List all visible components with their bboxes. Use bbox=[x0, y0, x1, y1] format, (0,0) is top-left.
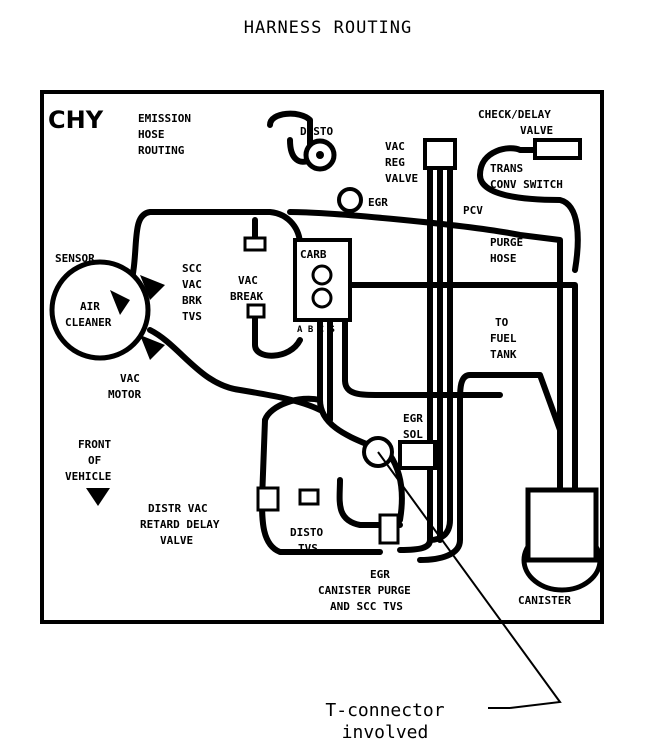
label-disto: DISTO bbox=[300, 125, 333, 138]
code-label: CHY bbox=[48, 106, 104, 134]
label-egr-canister-1: EGR bbox=[370, 568, 390, 581]
label-trans: TRANS bbox=[490, 162, 523, 175]
label-emission: EMISSION bbox=[138, 112, 191, 125]
check-delay-valve bbox=[533, 138, 582, 160]
label-cleaner: CLEANER bbox=[65, 316, 112, 329]
front-arrow-icon bbox=[86, 488, 110, 506]
egr-sol bbox=[398, 440, 437, 470]
egr-valve bbox=[337, 187, 363, 213]
diagram-frame bbox=[40, 90, 604, 624]
label-carb-ports: A B C S bbox=[297, 325, 335, 335]
scc-vac-brk-tvs-icon bbox=[140, 275, 165, 300]
t-connector-leader bbox=[377, 451, 562, 709]
label-egr-sol-2: SOL bbox=[403, 428, 423, 441]
label-valve2: VALVE bbox=[520, 124, 553, 137]
label-vac-motor-1: VAC bbox=[120, 372, 140, 385]
label-hose: HOSE bbox=[138, 128, 165, 141]
label-valve: VALVE bbox=[385, 172, 418, 185]
label-disto2: DISTO bbox=[290, 526, 323, 539]
air-cleaner bbox=[49, 259, 151, 361]
vac-motor-icon bbox=[140, 335, 165, 360]
diagram-title: HARNESS ROUTING bbox=[243, 18, 413, 38]
label-reg: REG bbox=[385, 156, 405, 169]
label-vac2: VAC bbox=[182, 278, 202, 291]
label-egr-canister-3: AND SCC TVS bbox=[330, 600, 403, 613]
vac-reg-valve bbox=[423, 138, 457, 170]
label-vac3: VAC bbox=[238, 274, 258, 287]
label-sensor: SENSOR bbox=[55, 252, 95, 265]
label-egr-sol-1: EGR bbox=[403, 412, 423, 425]
t-connector-caption: T-connector involved bbox=[290, 700, 480, 744]
label-pcv: PCV bbox=[463, 204, 483, 217]
sensor-icon bbox=[110, 290, 130, 315]
label-front: FRONT bbox=[78, 438, 111, 451]
label-vac-motor-2: MOTOR bbox=[108, 388, 141, 401]
label-distr-vac: DISTR VAC bbox=[148, 502, 208, 515]
vac-break bbox=[243, 236, 267, 252]
caption-line-1: T-connector bbox=[325, 700, 445, 721]
label-conv-switch: CONV SWITCH bbox=[490, 178, 563, 191]
label-purge: PURGE bbox=[490, 236, 523, 249]
label-retard-delay: RETARD DELAY bbox=[140, 518, 220, 531]
label-tvs: TVS bbox=[182, 310, 202, 323]
caption-line-2: involved bbox=[341, 722, 429, 743]
label-tvs2: TVS bbox=[298, 542, 318, 555]
disto-tvs bbox=[378, 513, 400, 545]
label-scc: SCC bbox=[182, 262, 202, 275]
label-check-delay: CHECK/DELAY bbox=[478, 108, 551, 121]
label-hose2: HOSE bbox=[490, 252, 517, 265]
label-carb: CARB bbox=[300, 248, 327, 261]
label-tank: TANK bbox=[490, 348, 517, 361]
label-egr-canister-2: CANISTER PURGE bbox=[318, 584, 411, 597]
retard-delay-valve bbox=[256, 486, 280, 512]
label-fuel: FUEL bbox=[490, 332, 517, 345]
label-to: TO bbox=[495, 316, 509, 329]
label-air: AIR bbox=[80, 300, 100, 313]
label-egr: EGR bbox=[368, 196, 388, 209]
label-break: BREAK bbox=[230, 290, 263, 303]
label-of: OF bbox=[88, 454, 101, 467]
label-valve3: VALVE bbox=[160, 534, 193, 547]
vacuum-hoses bbox=[127, 110, 581, 563]
label-canister: CANISTER bbox=[518, 594, 571, 607]
label-routing: ROUTING bbox=[138, 144, 185, 157]
label-vac: VAC bbox=[385, 140, 405, 153]
label-brk: BRK bbox=[182, 294, 202, 307]
label-vehicle: VEHICLE bbox=[65, 470, 111, 483]
